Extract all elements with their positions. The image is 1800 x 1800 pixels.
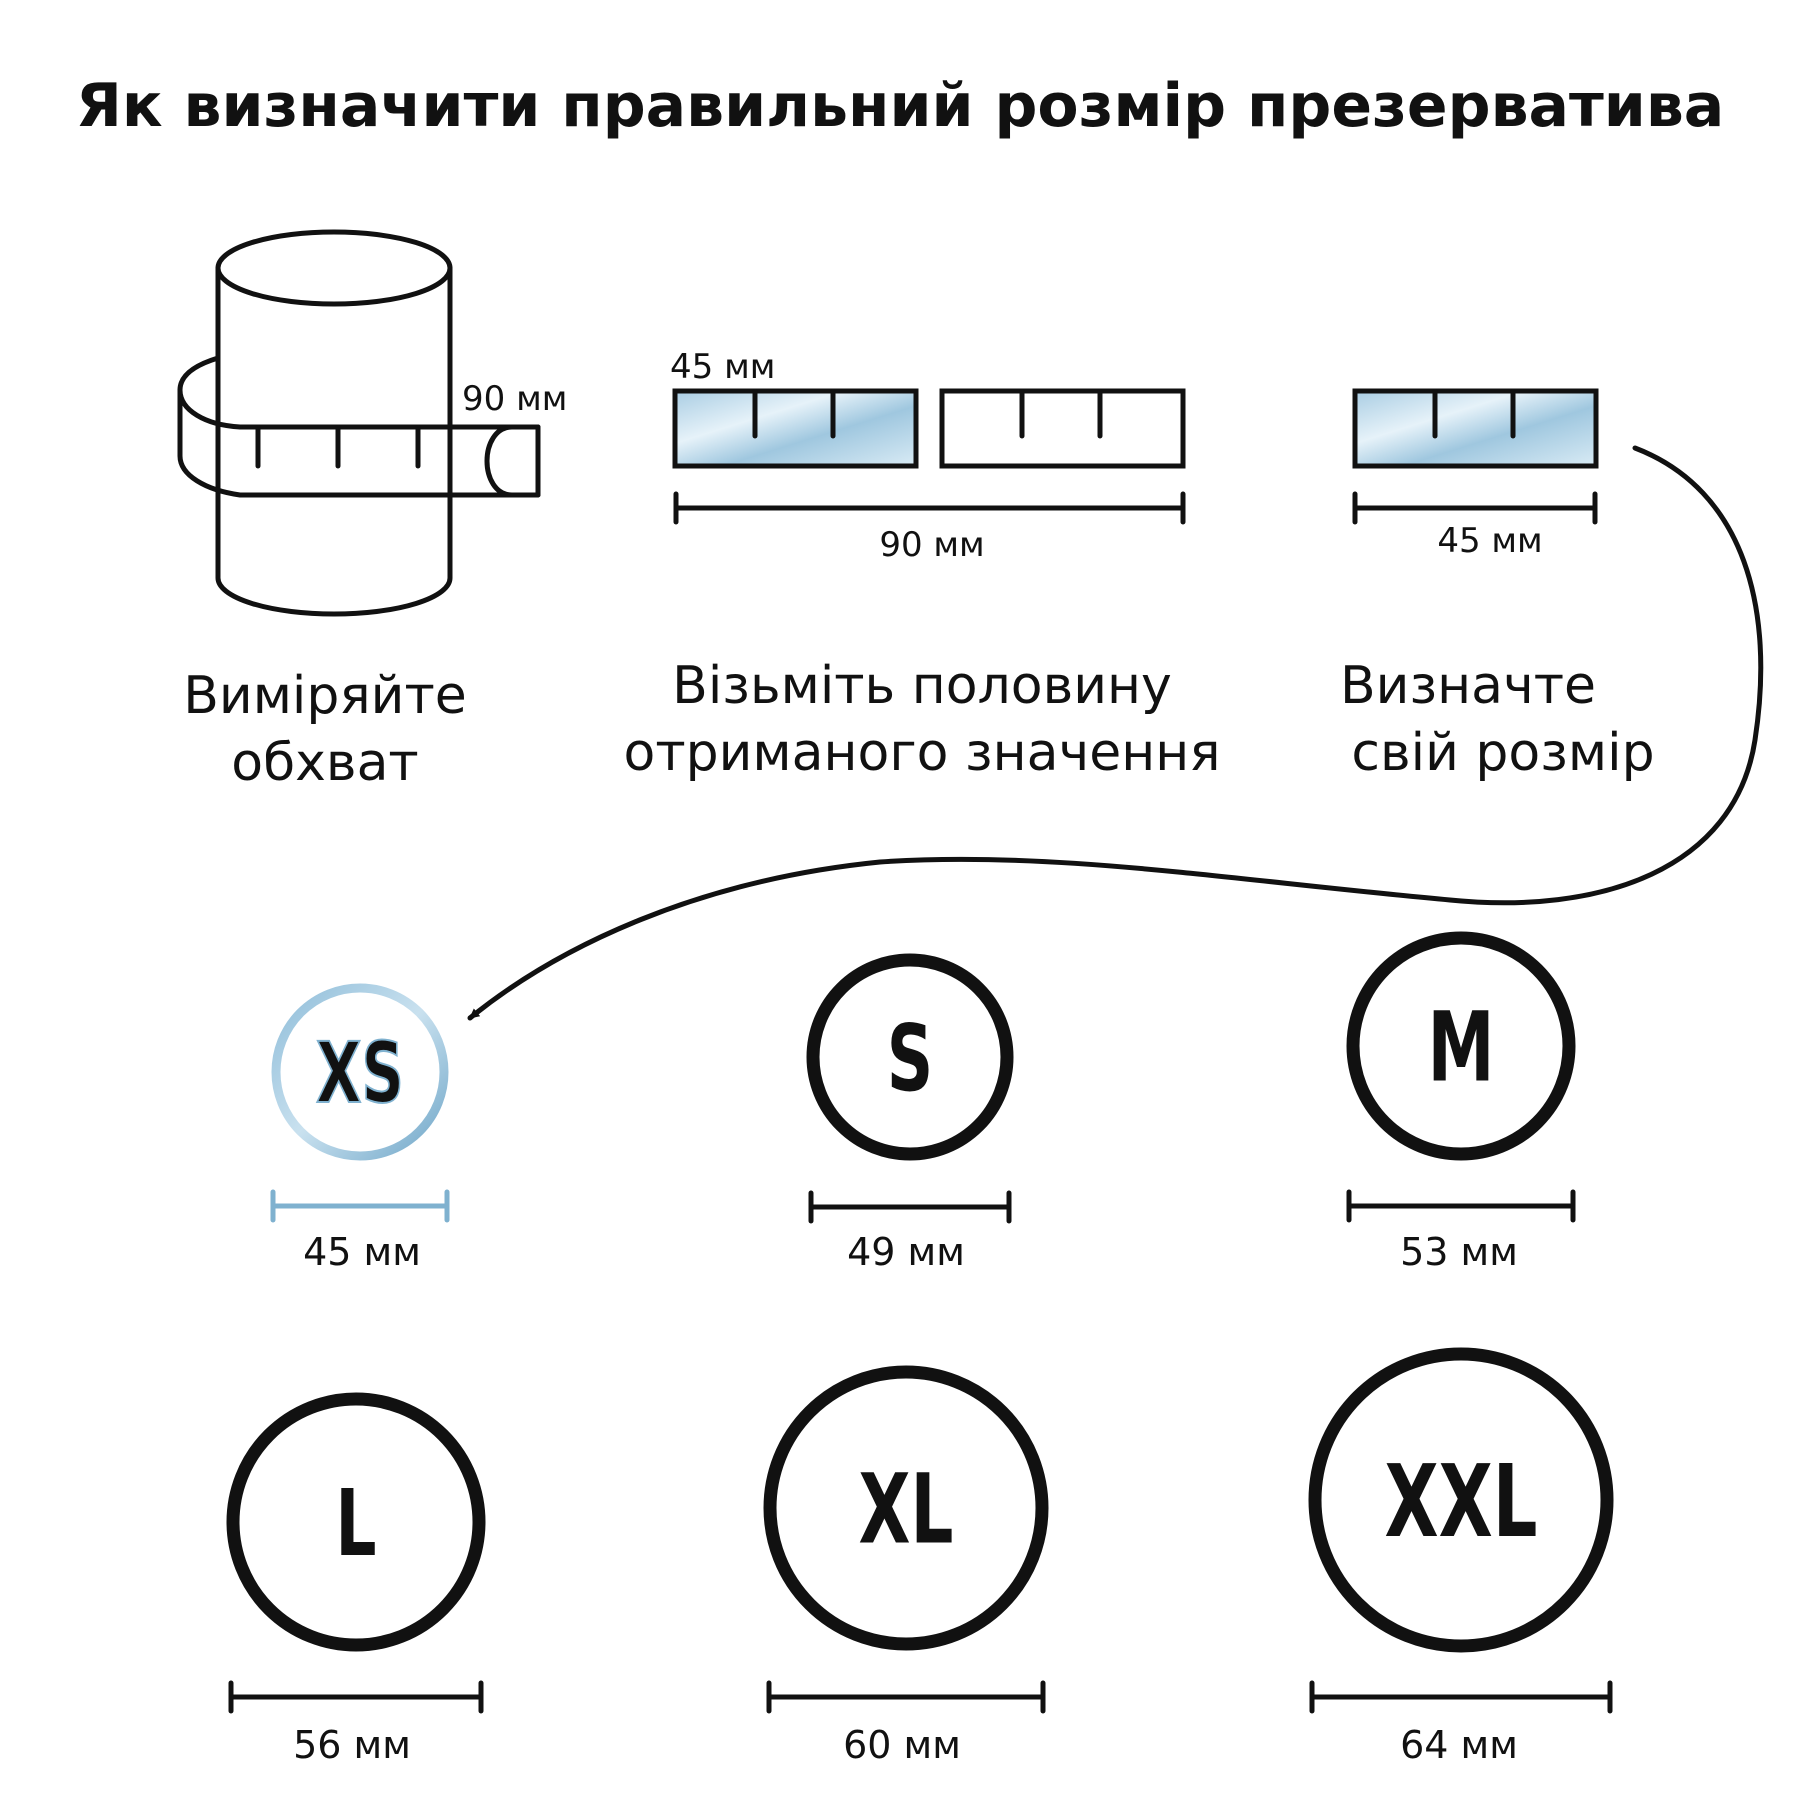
size-xs-width-label: 45 мм: [303, 1230, 421, 1274]
size-xl-width-label: 60 мм: [843, 1723, 961, 1767]
step2-caption-line1: Візьміть половину: [672, 656, 1172, 716]
size-l: L 56 мм: [226, 1392, 486, 1767]
result-length-label: 45 мм: [1437, 521, 1542, 561]
tape-length-label: 90 мм: [462, 379, 567, 419]
size-xl-ring: [763, 1365, 1049, 1651]
size-chart: XS 45 мм S 49 мм M 53 мм L 56 мм XL 60 мм XXL 64 мм: [226, 931, 1614, 1767]
size-s-code: S: [887, 1005, 934, 1112]
size-xxl-dimension-line: [1309, 1680, 1613, 1714]
size-xxl: XXL 64 мм: [1308, 1347, 1614, 1767]
two-rulers-icon: [672, 388, 1186, 525]
result-dimension-line: [1352, 491, 1598, 525]
size-xs-code: XS: [316, 1024, 404, 1122]
full-length-dimension-line: [673, 491, 1186, 525]
size-s-dimension-line: [808, 1190, 1012, 1224]
size-m-ring: [1346, 931, 1576, 1161]
size-m: M 53 мм: [1346, 931, 1576, 1274]
cylinder-with-tape-icon: [177, 229, 541, 617]
step3-caption-line1: Визначте: [1340, 656, 1596, 716]
size-xxl-ring: [1308, 1347, 1614, 1653]
size-l-width-label: 56 мм: [293, 1723, 411, 1767]
step-determine-size: 45 мм Визначте свій розмір: [1340, 388, 1655, 783]
half-ruler-plain: [939, 388, 1186, 469]
full-length-label: 90 мм: [879, 525, 984, 565]
step2-caption-line2: отриманого значення: [624, 723, 1221, 783]
size-xs: XS 45 мм: [270, 983, 450, 1274]
size-xs-ring: [271, 983, 449, 1161]
size-xs-dimension-line: [270, 1189, 450, 1223]
half-ruler-icon: [1352, 388, 1599, 525]
result-ruler: [1352, 388, 1599, 469]
step-take-half: 45 мм 90 мм Візьміть половину отриманого…: [624, 347, 1221, 783]
size-l-ring: [226, 1392, 486, 1652]
size-s-width-label: 49 мм: [847, 1230, 965, 1274]
size-xxl-width-label: 64 мм: [1400, 1723, 1518, 1767]
size-s: S 49 мм: [806, 953, 1014, 1274]
step1-caption-line2: обхват: [231, 733, 418, 793]
size-xl-code: XL: [859, 1454, 954, 1566]
size-l-code: L: [335, 1470, 376, 1577]
size-m-dimension-line: [1346, 1189, 1576, 1223]
size-m-code: M: [1427, 992, 1494, 1104]
size-s-ring: [806, 953, 1014, 1161]
step-measure-circumference: 90 мм Виміряйте обхват: [177, 229, 567, 793]
size-m-width-label: 53 мм: [1400, 1230, 1518, 1274]
size-xl-dimension-line: [766, 1680, 1046, 1714]
connector-arrow: [467, 445, 1764, 1021]
page-title: Як визначити правильний розмір презерват…: [76, 71, 1725, 141]
size-l-dimension-line: [228, 1680, 484, 1714]
step1-caption-line1: Виміряйте: [183, 666, 467, 726]
size-xl: XL 60 мм: [763, 1365, 1049, 1767]
size-xxl-code: XXL: [1385, 1445, 1538, 1561]
step3-caption-line2: свій розмір: [1351, 723, 1654, 783]
half-length-label: 45 мм: [670, 347, 775, 387]
half-ruler-highlighted: [672, 388, 919, 469]
